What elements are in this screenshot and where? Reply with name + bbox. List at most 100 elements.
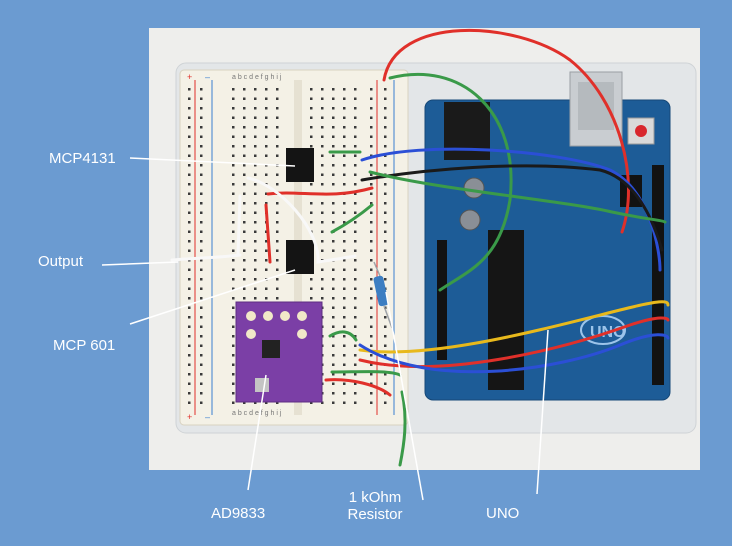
breadboard-rail-hole: [200, 154, 203, 157]
breadboard-rail-hole: [200, 173, 203, 176]
breadboard-rail-hole: [384, 116, 387, 119]
breadboard-hole: [343, 249, 346, 252]
breadboard-hole: [332, 211, 335, 214]
arduino-logo: [580, 315, 626, 345]
breadboard-rail-hole: [188, 278, 191, 281]
breadboard-hole: [232, 240, 235, 243]
breadboard-hole: [343, 211, 346, 214]
breadboard-rail-hole: [370, 221, 373, 224]
breadboard-hole: [332, 268, 335, 271]
breadboard-rail-hole: [200, 221, 203, 224]
breadboard-hole: [354, 135, 357, 138]
breadboard-rail-hole: [370, 401, 373, 404]
breadboard-rail-hole: [200, 164, 203, 167]
breadboard-rail-hole: [384, 268, 387, 271]
breadboard-hole: [265, 135, 268, 138]
breadboard-hole: [254, 126, 257, 129]
breadboard-hole: [321, 183, 324, 186]
atmega-chip: [488, 230, 524, 390]
wires: [170, 29, 670, 467]
breadboard-hole: [354, 259, 357, 262]
breadboard-rail-hole: [200, 116, 203, 119]
breadboard-rail-hole: [188, 335, 191, 338]
breadboard-rail-hole: [188, 126, 191, 129]
breadboard-hole: [254, 202, 257, 205]
breadboard-rail-hole: [384, 126, 387, 129]
breadboard-rail-hole: [370, 97, 373, 100]
breadboard-hole: [243, 211, 246, 214]
breadboard-rail-hole: [384, 97, 387, 100]
breadboard-hole: [343, 88, 346, 91]
breadboard-rail-hole: [370, 363, 373, 366]
breadboard-hole: [276, 268, 279, 271]
breadboard-hole: [232, 354, 235, 357]
breadboard-rail-hole: [370, 164, 373, 167]
breadboard-hole: [265, 202, 268, 205]
breadboard-rail-hole: [200, 382, 203, 385]
breadboard-hole: [232, 221, 235, 224]
breadboard-hole: [310, 135, 313, 138]
breadboard-rail-hole: [370, 192, 373, 195]
green-wire-4: [330, 203, 374, 234]
breadboard-rail-hole: [188, 287, 191, 290]
breadboard-hole: [321, 145, 324, 148]
breadboard-rail-hole: [384, 316, 387, 319]
breadboard-hole: [343, 335, 346, 338]
breadboard-rail-hole: [200, 335, 203, 338]
breadboard-hole: [232, 316, 235, 319]
plus-mark: +: [187, 72, 192, 82]
breadboard-hole: [310, 116, 313, 119]
breadboard-hole: [265, 268, 268, 271]
breadboard-rail-hole: [370, 240, 373, 243]
callout-line-resistor: [385, 291, 424, 501]
breadboard-hole: [265, 145, 268, 148]
breadboard-hole: [343, 126, 346, 129]
breadboard-rail-hole: [188, 316, 191, 319]
breadboard-rail-hole: [188, 230, 191, 233]
breadboard-hole: [265, 97, 268, 100]
ad9833-module: [235, 301, 323, 403]
breadboard-hole: [276, 107, 279, 110]
breadboard-hole: [354, 344, 357, 347]
breadboard-rail-hole: [370, 211, 373, 214]
callout-line-mcp601: [129, 269, 296, 325]
breadboard-hole: [232, 202, 235, 205]
breadboard-hole: [276, 88, 279, 91]
breadboard-hole: [243, 221, 246, 224]
breadboard-hole: [354, 325, 357, 328]
breadboard-hole: [332, 344, 335, 347]
breadboard-hole: [343, 240, 346, 243]
breadboard-hole: [321, 154, 324, 157]
breadboard-hole: [232, 173, 235, 176]
red-wire-3: [264, 203, 272, 264]
callout-line-uno: [536, 329, 549, 495]
breadboard-rail-hole: [188, 145, 191, 148]
breadboard-hole: [232, 192, 235, 195]
label-resistor-line1: 1 kOhm: [348, 489, 402, 506]
breadboard-rail-hole: [370, 107, 373, 110]
breadboard-rail-hole: [370, 268, 373, 271]
breadboard-hole: [343, 145, 346, 148]
breadboard-rail-hole: [200, 145, 203, 148]
breadboard-hole: [254, 287, 257, 290]
breadboard-hole: [332, 202, 335, 205]
label-ad9833: AD9833: [211, 505, 266, 522]
breadboard-hole: [310, 202, 313, 205]
breadboard-rail-hole: [384, 344, 387, 347]
breadboard-hole: [343, 154, 346, 157]
breadboard-hole: [243, 88, 246, 91]
breadboard-hole: [243, 126, 246, 129]
breadboard-rail-hole: [384, 373, 387, 376]
minus-mark-bottom: –: [205, 412, 210, 422]
breadboard-rail-hole: [384, 259, 387, 262]
breadboard-rail-hole: [200, 97, 203, 100]
breadboard-hole: [276, 297, 279, 300]
breadboard-rail-hole: [370, 373, 373, 376]
breadboard-bottom-column-letters: a b c d e f g h i j: [232, 410, 282, 417]
breadboard-hole: [332, 325, 335, 328]
breadboard-hole: [243, 135, 246, 138]
breadboard-hole: [354, 211, 357, 214]
breadboard-hole: [254, 183, 257, 186]
breadboard-hole: [265, 107, 268, 110]
